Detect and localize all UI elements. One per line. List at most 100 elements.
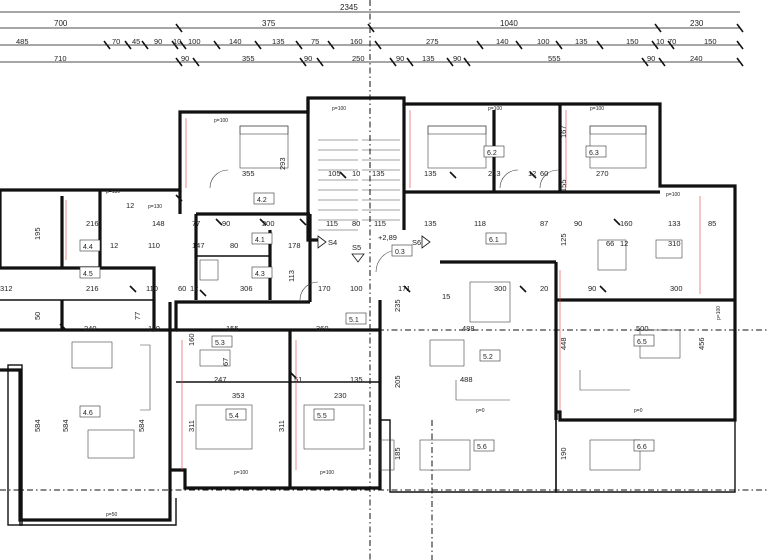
dim-top-3: 710 <box>54 54 67 63</box>
dim-label: 85 <box>708 219 716 228</box>
dim-top-3: 250 <box>352 54 365 63</box>
dim-label: 270 <box>596 169 609 178</box>
dim-top-2: 485 <box>16 37 29 46</box>
dim-top-1: 700 <box>54 19 68 28</box>
dim-top-2: 140 <box>229 37 242 46</box>
furniture <box>71 125 683 471</box>
room-6-5: 6.5 <box>637 339 647 346</box>
dim-label: 80 <box>230 241 238 250</box>
floor-note: p=0 <box>476 408 485 414</box>
dim-label: 15 <box>442 292 450 301</box>
dim-top-3: 90 <box>396 54 404 63</box>
dim-top-2: 100 <box>188 37 201 46</box>
dim-top-2: 160 <box>350 37 363 46</box>
dim-top-3: 355 <box>242 54 255 63</box>
room-5-4: 5.4 <box>229 413 239 420</box>
dim-label: 500 <box>636 324 649 333</box>
section-mark-s4: S4 <box>328 238 337 247</box>
room-4-6: 4.6 <box>83 410 93 417</box>
interior-dimensions: 293 355 105 10 135 135 213 12 60 270 167… <box>0 125 716 460</box>
dim-label: 12 <box>126 201 134 210</box>
dim-label: 50 <box>33 312 42 320</box>
floor-note: p=130 <box>148 204 162 210</box>
floor-note: p=100 <box>214 118 228 124</box>
dim-label: 185 <box>393 447 402 460</box>
dim-top-2: 70 <box>112 37 120 46</box>
dim-top-2: 150 <box>626 37 639 46</box>
dim-top-3: 240 <box>690 54 703 63</box>
floor-note: p=100 <box>716 306 722 320</box>
dim-label: 178 <box>288 241 301 250</box>
dim-label: 110 <box>148 241 160 250</box>
dim-label: 160 <box>620 219 633 228</box>
dim-label: 456 <box>697 337 706 350</box>
dim-top-3: 90 <box>181 54 189 63</box>
dim-label: 584 <box>61 419 70 432</box>
stair-treads <box>318 139 400 231</box>
floor-note: p=130 <box>106 189 120 195</box>
dim-top-3: 90 <box>304 54 312 63</box>
dim-label: 66 <box>606 239 614 248</box>
dim-label: 135 <box>424 219 437 228</box>
floor-note: p=100 <box>488 106 502 112</box>
dim-label: 293 <box>278 157 287 170</box>
dim-label: 90 <box>222 219 230 228</box>
dim-label: 90 <box>574 219 582 228</box>
dim-label: 110 <box>148 324 160 333</box>
dim-label: 584 <box>137 419 146 432</box>
dim-label: 20 <box>540 284 548 293</box>
dim-label: 12 <box>528 169 536 178</box>
room-4-5: 4.5 <box>83 271 93 278</box>
room-6-2: 6.2 <box>487 150 497 157</box>
walls <box>0 96 737 526</box>
dim-label: 60 <box>540 169 548 178</box>
dim-label: 77 <box>192 219 200 228</box>
room-5-1: 5.1 <box>349 317 359 324</box>
dim-label: 306 <box>240 284 253 293</box>
dim-total: 2345 <box>340 3 358 12</box>
dim-label: 147 <box>192 241 205 250</box>
dim-top-3: 555 <box>548 54 561 63</box>
dim-label: 200 <box>262 219 275 228</box>
dim-label: 355 <box>242 169 255 178</box>
dim-label: 60 <box>178 284 186 293</box>
dim-top-2: 140 <box>496 37 509 46</box>
dim-label: 110 <box>146 284 158 293</box>
room-6-6: 6.6 <box>637 444 647 451</box>
room-5-6: 5.6 <box>477 444 487 451</box>
dim-label: 213 <box>488 169 501 178</box>
dim-label: 216 <box>86 219 99 228</box>
dim-label: 51 <box>294 375 302 384</box>
dim-label: 77 <box>133 312 142 320</box>
floor-note: p=0 <box>634 408 643 414</box>
dim-label: 300 <box>670 284 683 293</box>
floor-note: p=100 <box>590 106 604 112</box>
dim-label: 353 <box>232 391 245 400</box>
dim-label: 155 <box>226 324 239 333</box>
interior-ticks <box>59 171 621 379</box>
dim-label: 160 <box>187 333 196 346</box>
section-markers: S4 S5 S6 <box>317 235 431 263</box>
dim-label: 448 <box>559 337 568 350</box>
dim-label: 80 <box>352 219 360 228</box>
dim-label: 170 <box>318 284 331 293</box>
dim-top-2: 45 <box>132 37 140 46</box>
dim-top-2: 90 <box>154 37 162 46</box>
red-details <box>65 110 701 470</box>
dim-label: 230 <box>334 391 347 400</box>
dim-label: 118 <box>474 219 486 228</box>
dim-label: 125 <box>559 233 568 246</box>
room-tags: 4.2 6.2 6.3 4.4 4.1 4.3 4.5 6.1 0.3 5.1 … <box>79 145 655 452</box>
dim-label: 90 <box>588 284 596 293</box>
floor-notes: p=100 p=100 p=100 p=100 p=130 p=130 p=10… <box>106 106 722 518</box>
dim-top-2: 100 <box>537 37 550 46</box>
dim-label: 12 <box>190 284 198 293</box>
dim-label: 12 <box>620 239 628 248</box>
dim-top-2: 135 <box>575 37 588 46</box>
dim-label: 205 <box>393 375 402 388</box>
spot-height: +2,89 <box>378 233 397 242</box>
dim-top-1: 1040 <box>500 19 518 28</box>
dim-label: 100 <box>350 284 363 293</box>
